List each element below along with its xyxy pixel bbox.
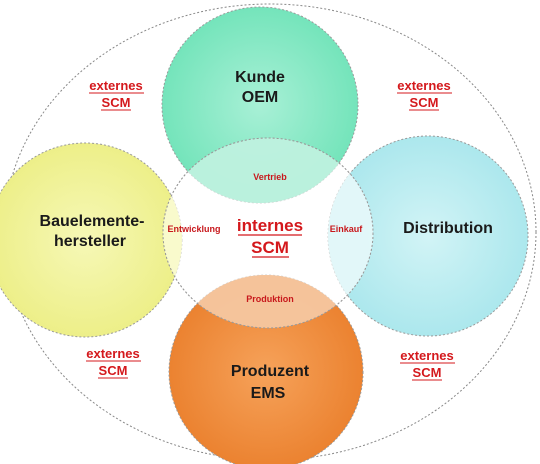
bottom-circle-label-2: EMS (251, 385, 286, 402)
overlap-label-vertrieb: Vertrieb (253, 172, 287, 182)
left-circle-label-1: Bauelemente- (40, 213, 145, 230)
overlap-top-tint (163, 138, 358, 203)
overlap-label-produktion: Produktion (246, 294, 294, 304)
bottom-circle-label-1: Produzent (231, 363, 310, 380)
corner-label-bottom-left-1: externes (86, 346, 139, 361)
overlap-label-einkauf: Einkauf (330, 224, 364, 234)
center-label-1: internes (237, 216, 303, 235)
left-circle-label-2: hersteller (54, 233, 126, 250)
right-circle-label: Distribution (403, 220, 493, 237)
corner-label-bottom-right-1: externes (400, 348, 453, 363)
overlap-label-entwicklung: Entwicklung (167, 224, 220, 234)
corner-label-top-left-2: SCM (102, 95, 131, 110)
corner-label-top-right-1: externes (397, 78, 450, 93)
top-circle-label-1: Kunde (235, 69, 285, 86)
corner-label-top-right-2: SCM (410, 95, 439, 110)
corner-label-bottom-right-2: SCM (413, 365, 442, 380)
corner-label-top-left-1: externes (89, 78, 142, 93)
top-circle-label-2: OEM (242, 89, 278, 106)
center-label-2: SCM (251, 238, 289, 257)
corner-label-bottom-left-2: SCM (99, 363, 128, 378)
